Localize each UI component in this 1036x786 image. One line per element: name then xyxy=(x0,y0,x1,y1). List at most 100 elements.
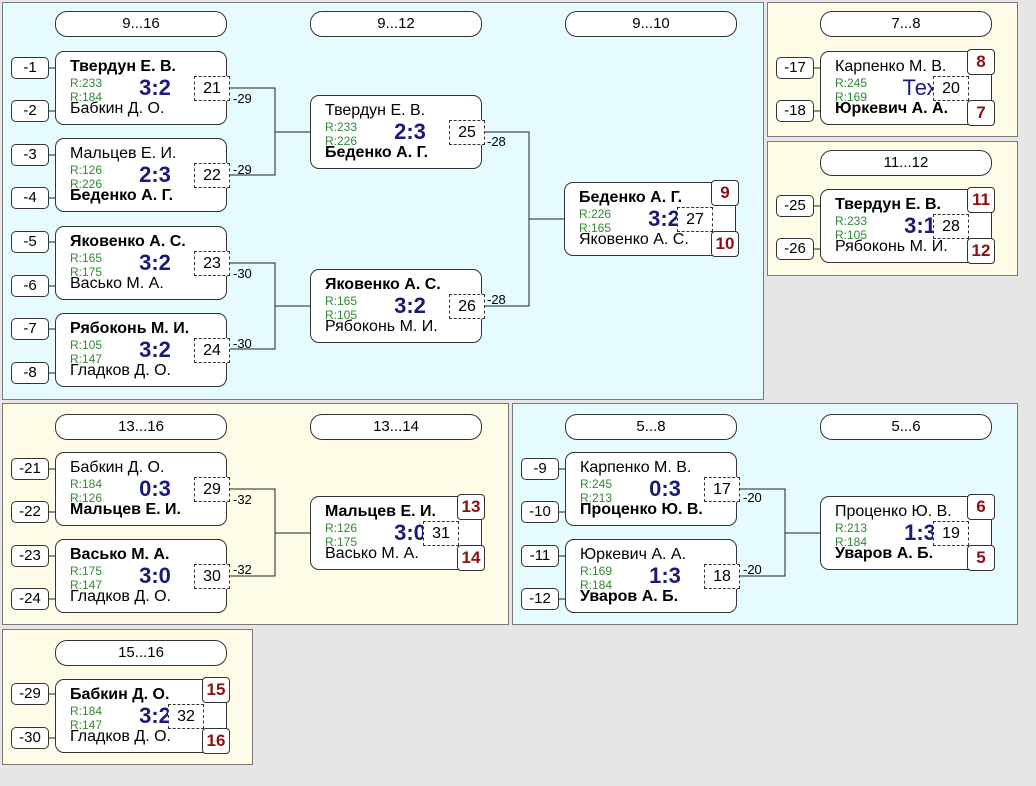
match-card[interactable]: Твердун Е. В. R:233 3:1 R:105 Рябоконь М… xyxy=(820,187,995,264)
player-two-rating: R:105 xyxy=(835,228,868,242)
match-number: 24 xyxy=(194,338,230,363)
player-two-rating: R:184 xyxy=(835,535,868,549)
player-two-name: Яковенко А. С. xyxy=(579,231,689,248)
match-card[interactable]: Мальцев Е. И. R:126 2:3 R:226 Беденко А.… xyxy=(55,138,230,212)
seed-slot: -17 xyxy=(776,57,814,79)
seed-slot: -4 xyxy=(11,187,49,209)
player-two-rating: R:184 xyxy=(580,578,613,592)
seed-slot: -29 xyxy=(11,683,49,705)
place-badge: 5 xyxy=(967,545,995,571)
player-one-rating: R:226 xyxy=(579,207,612,221)
link-label: -29 xyxy=(233,162,252,177)
player-two-name: Проценко Ю. В. xyxy=(580,501,703,518)
round-title-15-16: 15...16 xyxy=(55,640,227,666)
player-one-rating: R:126 xyxy=(70,163,103,177)
match-number: 23 xyxy=(194,251,230,276)
player-one-rating: R:184 xyxy=(70,704,103,718)
match-number: 30 xyxy=(194,564,230,589)
seed-slot: -5 xyxy=(11,231,49,253)
seed-slot: -10 xyxy=(521,501,559,523)
match-score: 0:3 xyxy=(139,476,171,501)
round-title-5-8: 5...8 xyxy=(565,414,737,440)
match-card[interactable]: Яковенко А. С. R:165 3:2 R:105 Рябоконь … xyxy=(310,269,485,343)
match-score: 3:0 xyxy=(394,520,426,545)
place-badge: 12 xyxy=(967,238,995,264)
player-two-name: Уваров А. Б. xyxy=(835,545,934,562)
player-one-rating: R:245 xyxy=(835,76,868,90)
match-card[interactable]: Карпенко М. В. R:245 0:3 R:213 Проценко … xyxy=(565,452,740,526)
place-badge: 10 xyxy=(711,231,739,257)
place-badge: 15 xyxy=(202,677,230,703)
player-two-name: Беденко А. Г. xyxy=(70,187,174,204)
link-label: -32 xyxy=(233,562,252,577)
seed-slot: -1 xyxy=(11,57,49,79)
player-two-name: Рябоконь М. И. xyxy=(835,238,948,255)
bracket-panel-15-16: 15...16 -29 -30 Бабкин Д. О. R:184 3:2 R… xyxy=(2,629,253,765)
place-badge: 8 xyxy=(967,49,995,75)
match-card[interactable]: Рябоконь М. И. R:105 3:2 R:147 Гладков Д… xyxy=(55,313,230,387)
player-two-rating: R:165 xyxy=(579,221,612,235)
seed-slot: -3 xyxy=(11,144,49,166)
round-title-13-16: 13...16 xyxy=(55,414,227,440)
player-one-rating: R:184 xyxy=(70,477,103,491)
match-number: 22 xyxy=(194,163,230,188)
match-number: 25 xyxy=(449,120,485,145)
player-two-rating: R:226 xyxy=(325,134,358,148)
seed-slot: -7 xyxy=(11,318,49,340)
player-two-name: Уваров А. Б. xyxy=(580,588,679,605)
player-one-rating: R:233 xyxy=(70,76,103,90)
match-card[interactable]: Беденко А. Г. R:226 3:2 R:165 Яковенко А… xyxy=(564,180,739,257)
match-card[interactable]: Твердун Е. В. R:233 2:3 R:226 Беденко А.… xyxy=(310,95,485,169)
link-label: -20 xyxy=(743,562,762,577)
match-card[interactable]: Юркевич А. А. R:169 1:3 R:184 Уваров А. … xyxy=(565,539,740,613)
player-two-name: Гладков Д. О. xyxy=(70,362,171,379)
match-number: 27 xyxy=(677,207,713,232)
player-one-name: Беденко А. Г. xyxy=(579,189,683,206)
seed-slot: -2 xyxy=(11,100,49,122)
round-title-9-10: 9...10 xyxy=(565,11,737,37)
match-card[interactable]: Яковенко А. С. R:165 3:2 R:175 Васько М.… xyxy=(55,226,230,300)
link-label: -30 xyxy=(233,336,252,351)
player-two-name: Мальцев Е. И. xyxy=(70,501,181,518)
round-title-13-14: 13...14 xyxy=(310,414,482,440)
match-score: 0:3 xyxy=(649,476,681,501)
place-badge: 6 xyxy=(967,494,995,520)
match-score: 2:3 xyxy=(394,119,426,144)
match-card[interactable]: Проценко Ю. В. R:213 1:3 R:184 Уваров А.… xyxy=(820,494,995,571)
match-card[interactable]: Васько М. А. R:175 3:0 R:147 Гладков Д. … xyxy=(55,539,230,613)
match-score: 1:3 xyxy=(904,520,936,545)
match-score: 3:2 xyxy=(139,703,171,728)
player-two-rating: R:226 xyxy=(70,177,103,191)
player-two-rating: R:147 xyxy=(70,718,103,732)
player-two-name: Гладков Д. О. xyxy=(70,588,171,605)
player-one-name: Твердун Е. В. xyxy=(70,58,176,75)
place-badge: 9 xyxy=(711,180,739,206)
bracket-lines xyxy=(559,468,820,600)
link-label: -20 xyxy=(743,490,762,505)
match-card[interactable]: Карпенко М. В. R:245 Тех R:169 Юркевич А… xyxy=(820,49,995,126)
player-two-name: Рябоконь М. И. xyxy=(325,318,438,335)
round-title-9-16: 9...16 xyxy=(55,11,227,37)
match-card[interactable]: Мальцев Е. И. R:126 3:0 R:175 Васько М. … xyxy=(310,494,485,571)
match-card[interactable]: Бабкин Д. О. R:184 0:3 R:126 Мальцев Е. … xyxy=(55,452,230,526)
player-two-name: Беденко А. Г. xyxy=(325,144,429,161)
seed-slot: -24 xyxy=(11,588,49,610)
match-card[interactable]: Бабкин Д. О. R:184 3:2 R:147 Гладков Д. … xyxy=(55,677,230,754)
player-two-name: Гладков Д. О. xyxy=(70,728,171,745)
match-card[interactable]: Твердун Е. В. R:233 3:2 R:184 Бабкин Д. … xyxy=(55,51,230,125)
match-score: 3:2 xyxy=(648,206,680,231)
seed-slot: -8 xyxy=(11,362,49,384)
player-two-rating: R:126 xyxy=(70,491,103,505)
player-two-rating: R:147 xyxy=(70,352,103,366)
match-score: 2:3 xyxy=(139,162,171,187)
player-one-name: Твердун Е. В. xyxy=(325,102,426,119)
player-one-name: Юркевич А. А. xyxy=(580,546,687,563)
match-number: 20 xyxy=(933,76,969,101)
match-score: 3:0 xyxy=(139,563,171,588)
bracket-lines xyxy=(813,67,820,112)
bracket-panel-13-16: 13...16 13...14 -21 -22 -23 -24 Бабкин Д… xyxy=(2,403,509,625)
bracket-panel-11-12: 11...12 -25 -26 Твердун Е. В. R:233 3:1 … xyxy=(767,141,1018,276)
round-title-7-8: 7...8 xyxy=(820,11,992,37)
round-title-5-6: 5...6 xyxy=(820,414,992,440)
seed-slot: -25 xyxy=(776,195,814,217)
